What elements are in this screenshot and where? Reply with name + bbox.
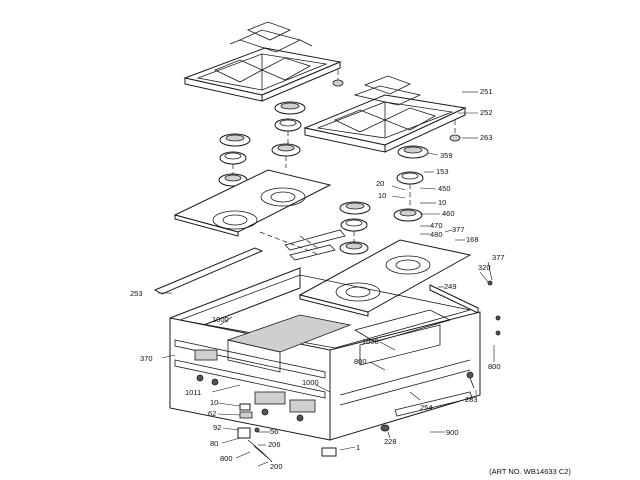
callout-10-right: 10	[438, 198, 446, 207]
callout-450: 450	[438, 184, 451, 193]
grate-right	[303, 75, 467, 153]
callout-251: 251	[480, 87, 493, 96]
callout-10-lower: 10	[210, 398, 218, 407]
callout-1011: 1011	[185, 388, 201, 397]
callout-249: 249	[444, 282, 457, 291]
callout-200: 200	[270, 462, 283, 471]
callout-480: 480	[430, 230, 443, 239]
burners-right	[339, 145, 429, 255]
small-parts	[237, 280, 501, 463]
top-plate-left	[173, 169, 332, 237]
callout-460: 460	[442, 209, 455, 218]
callout-254: 254	[420, 403, 433, 412]
callout-263: 263	[480, 133, 493, 142]
top-plate-right	[298, 239, 472, 317]
callout-283: 283	[465, 395, 478, 404]
callout-1000-mid: 1000	[362, 337, 379, 346]
callout-206: 206	[268, 440, 281, 449]
callout-377-top: 377	[452, 225, 465, 234]
callout-20: 20	[376, 179, 384, 188]
chassis	[169, 267, 481, 441]
callout-800-mid: 800	[354, 357, 367, 366]
callout-800-low: 800	[220, 454, 233, 463]
callout-56: 56	[270, 427, 278, 436]
callout-168: 168	[466, 235, 479, 244]
art-number: (ART NO. WB14633 C2)	[489, 467, 571, 476]
leader-lines	[158, 91, 495, 467]
side-trims	[153, 229, 479, 314]
callout-80: 80	[210, 439, 218, 448]
callout-62: 62	[208, 409, 216, 418]
callout-359: 359	[440, 151, 453, 160]
callout-10-upper: 10	[378, 191, 386, 200]
callout-92: 92	[213, 423, 221, 432]
grate-left	[183, 21, 344, 102]
callout-labels: 251 252 263 359 153 20 450 10 10 460 470…	[130, 87, 571, 476]
callout-153: 153	[436, 167, 449, 176]
callout-1: 1	[356, 443, 360, 452]
callout-470: 470	[430, 221, 443, 230]
burners-left	[218, 101, 306, 196]
callout-370: 370	[140, 354, 153, 363]
callout-252: 252	[480, 108, 493, 117]
callout-1000-low: 1000	[302, 378, 319, 387]
callout-900: 900	[446, 428, 459, 437]
callout-320: 320	[478, 263, 491, 272]
callout-377-side: 377	[492, 253, 505, 262]
callout-1000-left: 1000	[212, 315, 229, 324]
callout-800-right: 800	[488, 362, 501, 371]
callout-228: 228	[384, 437, 397, 446]
callout-253: 253	[130, 289, 143, 298]
